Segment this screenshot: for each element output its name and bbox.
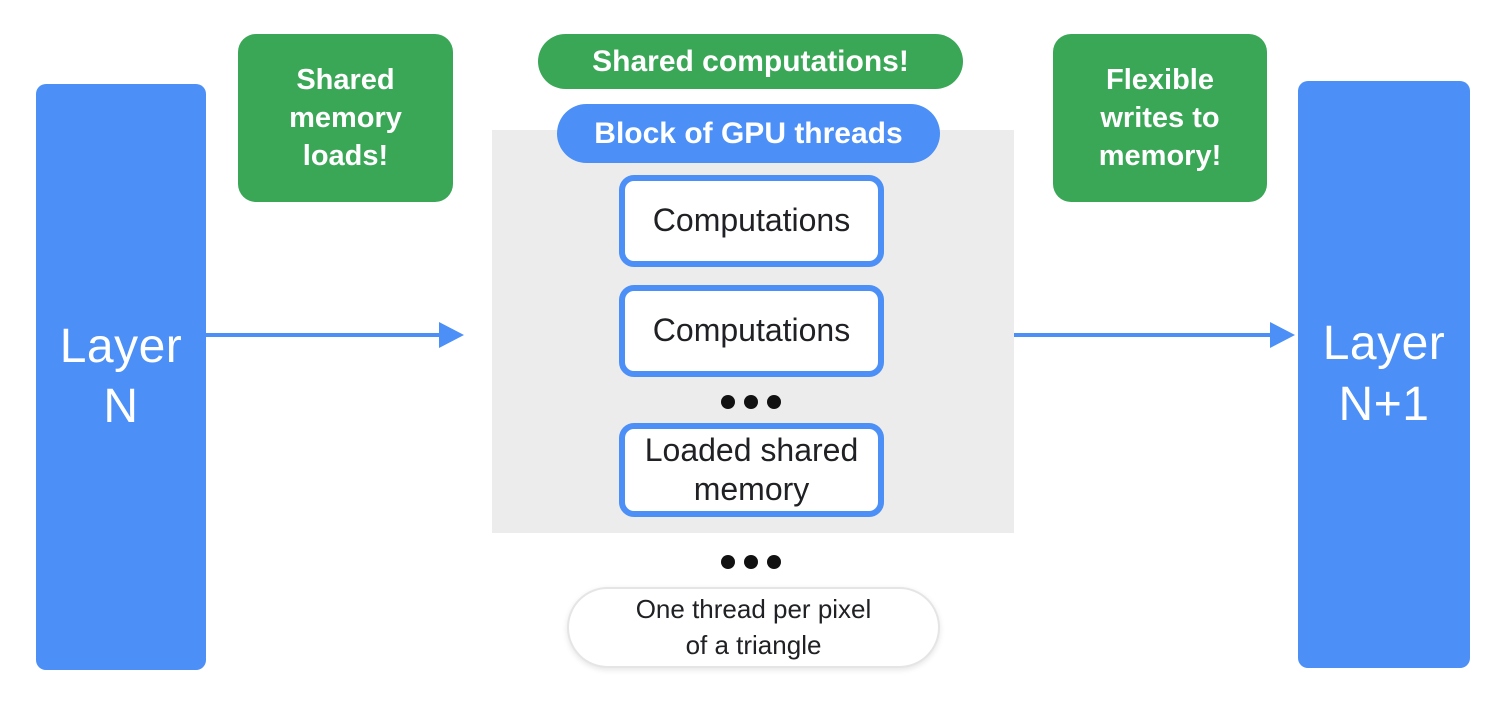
callout-shared-memory-loads: Shared memory loads! — [238, 34, 453, 202]
pill-shared-computations: Shared computations! — [538, 34, 963, 89]
dot-icon — [767, 395, 781, 409]
dot-icon — [721, 395, 735, 409]
arrow-shaft — [205, 333, 442, 337]
arrow-head-icon — [439, 322, 464, 348]
computations-box-1: Computations — [619, 175, 884, 267]
arrow-shaft — [1014, 333, 1273, 337]
footnote-one-thread-per-pixel: One thread per pixel of a triangle — [567, 587, 940, 668]
layer-n-plus-1-box: Layer N+1 — [1298, 81, 1470, 668]
dot-icon — [744, 555, 758, 569]
loaded-shared-memory-box: Loaded shared memory — [619, 423, 884, 517]
dot-icon — [721, 555, 735, 569]
arrow-head-icon — [1270, 322, 1295, 348]
arrow-block-to-layer-n1 — [1014, 322, 1295, 348]
ellipsis-icon — [721, 395, 781, 409]
computations-box-2: Computations — [619, 285, 884, 377]
callout-flexible-writes: Flexible writes to memory! — [1053, 34, 1267, 202]
pill-block-of-gpu-threads: Block of GPU threads — [557, 104, 940, 163]
dot-icon — [744, 395, 758, 409]
dot-icon — [767, 555, 781, 569]
ellipsis-icon — [721, 555, 781, 569]
layer-n-box: Layer N — [36, 84, 206, 670]
arrow-layer-n-to-block — [205, 322, 464, 348]
